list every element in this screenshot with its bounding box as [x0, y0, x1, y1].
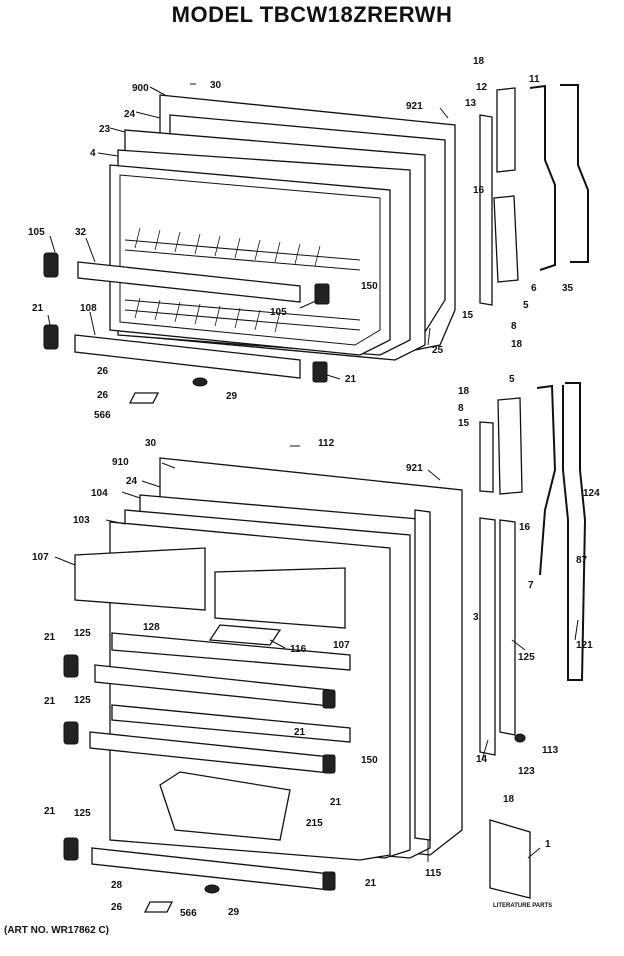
- label-11: 11: [529, 74, 540, 85]
- label-8b: 8: [458, 403, 464, 414]
- label-18c: 18: [458, 386, 470, 397]
- literature-parts-label: LITERATURE PARTS: [493, 903, 552, 909]
- label-121: 121: [576, 640, 593, 651]
- label-5b: 5: [509, 374, 515, 385]
- label-18d: 18: [503, 794, 515, 805]
- label-103: 103: [73, 515, 90, 526]
- label-87: 87: [576, 555, 588, 566]
- label-921b: 921: [406, 463, 423, 474]
- label-150b: 150: [361, 755, 378, 766]
- label-566: 566: [94, 410, 111, 421]
- label-21d: 21: [294, 727, 306, 738]
- part-labels-bottom: 30 112 910 24 104 103 107 128 116 107 12…: [32, 374, 600, 919]
- label-21b: 21: [345, 374, 357, 385]
- label-29b: 29: [228, 907, 240, 918]
- label-123: 123: [518, 766, 535, 777]
- freezer-door-assembly: [43, 84, 589, 404]
- label-7: 7: [528, 580, 534, 591]
- label-25: 25: [432, 345, 444, 356]
- label-16b: 16: [519, 522, 531, 533]
- label-21: 21: [32, 303, 44, 314]
- label-24b: 24: [126, 476, 138, 487]
- label-5: 5: [523, 300, 529, 311]
- label-21g: 21: [44, 806, 56, 817]
- label-125d: 125: [518, 652, 535, 663]
- label-116: 116: [290, 644, 307, 655]
- label-4: 4: [90, 148, 96, 159]
- label-15b: 15: [458, 418, 470, 429]
- art-number: (ART NO. WR17862 C): [4, 925, 110, 936]
- label-29: 29: [226, 391, 238, 402]
- label-21e: 21: [44, 696, 56, 707]
- label-113: 113: [542, 745, 559, 756]
- label-8: 8: [511, 321, 517, 332]
- label-910: 910: [112, 457, 129, 468]
- diagram-title: MODEL TBCW18ZRERWH: [171, 2, 453, 27]
- label-12: 12: [476, 82, 488, 93]
- label-108: 108: [80, 303, 97, 314]
- part-labels-top: 900 30 24 23 4 105 32 21 108 26 26 566 2…: [28, 56, 574, 421]
- label-14: 14: [476, 754, 488, 765]
- label-115: 115: [425, 868, 442, 879]
- label-3: 3: [473, 612, 479, 623]
- leader-lines: [47, 83, 579, 862]
- label-13: 13: [465, 98, 477, 109]
- label-21f: 21: [330, 797, 342, 808]
- label-23: 23: [99, 124, 111, 135]
- label-125c: 125: [74, 808, 91, 819]
- label-1: 1: [545, 839, 551, 850]
- label-21h: 21: [365, 878, 377, 889]
- label-921: 921: [406, 101, 423, 112]
- label-35: 35: [562, 283, 574, 294]
- label-215: 215: [306, 818, 323, 829]
- label-150: 150: [361, 281, 378, 292]
- label-6: 6: [531, 283, 537, 294]
- label-15: 15: [462, 310, 474, 321]
- label-30: 30: [210, 80, 222, 91]
- label-107b: 107: [333, 640, 350, 651]
- label-32: 32: [75, 227, 87, 238]
- label-104: 104: [91, 488, 108, 499]
- label-900: 900: [132, 83, 149, 94]
- label-105: 105: [28, 227, 45, 238]
- label-566b: 566: [180, 908, 197, 919]
- label-18: 18: [473, 56, 485, 67]
- label-26a: 26: [97, 366, 109, 377]
- label-105b: 105: [270, 307, 287, 318]
- label-16: 16: [473, 185, 485, 196]
- label-107: 107: [32, 552, 49, 563]
- label-26b: 26: [97, 390, 109, 401]
- label-128: 128: [143, 622, 160, 633]
- label-125b: 125: [74, 695, 91, 706]
- label-18b: 18: [511, 339, 523, 350]
- label-24: 24: [124, 109, 136, 120]
- label-112: 112: [318, 438, 335, 449]
- label-21c: 21: [44, 632, 56, 643]
- label-125a: 125: [74, 628, 91, 639]
- fresh-food-door-assembly: [63, 382, 587, 913]
- label-124: 124: [583, 488, 600, 499]
- label-28: 28: [111, 880, 123, 891]
- label-26c: 26: [111, 902, 123, 913]
- label-30b: 30: [145, 438, 157, 449]
